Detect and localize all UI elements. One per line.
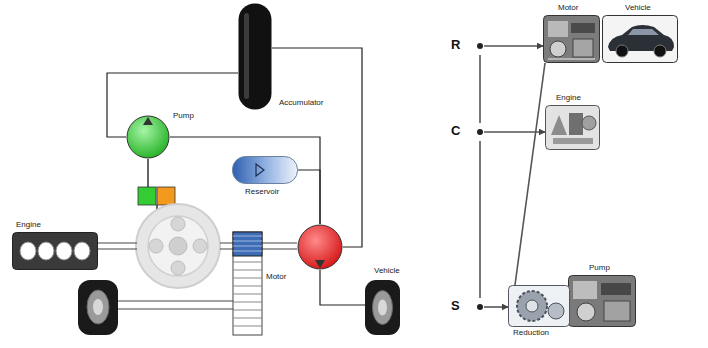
vehicle-image-shape [602,15,678,63]
part-label: Reservoir [244,187,280,196]
part-label: Accumulator [278,98,324,107]
vehicle-wheel-shape [365,280,400,335]
part-label: Reduction [512,328,550,337]
gear-letter: S [450,298,461,314]
power-link [479,55,481,123]
gear-node: S [450,298,484,316]
junction-dot [477,129,483,135]
part-label: Engine [15,220,42,229]
motor-image-shape [543,15,600,63]
vehicle-image: Vehicle [602,15,678,63]
gear-node: C [450,123,484,141]
gear-letter: C [450,123,461,139]
part-label: Vehicle [624,3,652,12]
engine-block-shape [12,232,98,270]
hydraulic-line [272,48,362,247]
hydraulic-line [170,137,320,224]
motor-circle-shape [297,224,343,270]
accumulator-tank-shape [238,3,272,110]
power-link [515,63,545,285]
power-link [484,45,543,47]
part-label: Motor [557,3,579,12]
motor-image: Motor [543,15,600,63]
gear-letter: R [450,37,461,53]
engine-block: Engine [12,232,98,270]
hydraulic-line [298,170,320,224]
pump-circle: Pump [126,115,170,159]
power-link [479,141,481,298]
accumulator-tank: Accumulator [238,3,272,110]
pump-image: Pump [568,275,636,327]
junction-dot [477,304,483,310]
reservoir-tank-shape [232,156,298,184]
part-label: Vehicle [373,266,401,275]
part-label: Pump [588,263,611,272]
junction-dot [477,43,483,49]
pump-circle-shape [126,115,170,159]
engine-image-shape [545,105,600,150]
gear-node: R [450,37,484,55]
hydraulic-line [107,73,238,137]
reservoir-tank: Reservoir [232,156,298,184]
power-link [484,306,508,308]
motor-circle: Motor [297,224,343,270]
pump-image-shape [568,275,636,327]
part-label: Pump [172,111,195,120]
reduction-image: Reduction [508,285,570,327]
engine-image: Engine [545,105,600,150]
reduction-image-shape [508,285,570,327]
part-label: Motor [265,272,287,281]
vehicle-wheel: Vehicle [365,280,400,335]
part-label: Engine [555,93,582,102]
hydraulic-line [320,270,365,305]
